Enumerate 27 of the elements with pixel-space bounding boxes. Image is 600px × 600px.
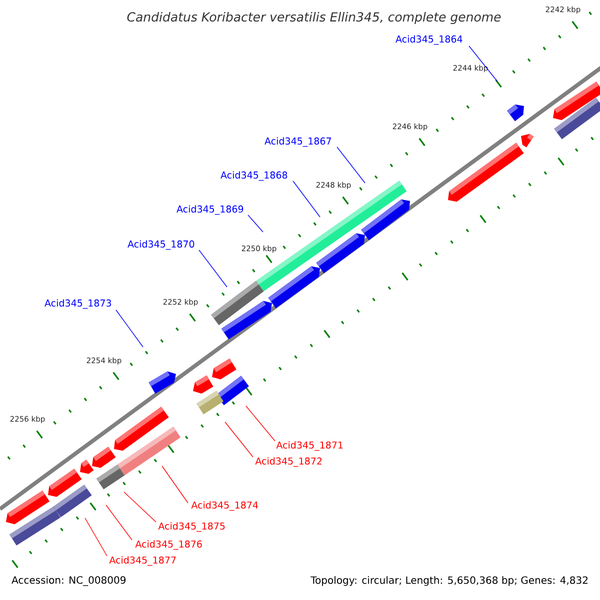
gene-label: Acid345_1874 (191, 501, 258, 511)
gene-label: Acid345_1873 (44, 299, 112, 309)
gene-label: Acid345_1872 (255, 457, 322, 467)
gene-label: Acid345_1867 (264, 137, 331, 147)
leader-line (292, 180, 320, 218)
gene-label: Acid345_1875 (158, 522, 225, 532)
title: Candidatus Koribacter versatilis Ellin345, complete genome (127, 12, 501, 24)
leader-line (246, 406, 276, 442)
leader-line (248, 214, 264, 232)
leader-line (224, 422, 254, 458)
genome-info-label: Topology: circular; Length: 5,650,368 bp; Genes: 4,832 (310, 576, 588, 586)
leader-line (162, 466, 188, 504)
gene-label: Acid345_1869 (176, 205, 244, 215)
gene-label: Acid345_1876 (135, 540, 202, 550)
gene-label: Acid345_1877 (109, 556, 176, 566)
leader-line (84, 518, 108, 556)
leader-line (106, 504, 132, 540)
leader-line (124, 492, 156, 522)
leader-line (468, 46, 498, 82)
gene-label: Acid345_1870 (128, 240, 194, 250)
gene-label: Acid345_1868 (220, 171, 288, 181)
leader-line (336, 146, 366, 184)
accession-label: Accession: NC_008009 (12, 576, 126, 586)
leader-line (116, 310, 144, 348)
leader-line (198, 250, 228, 288)
gene-label: Acid345_1871 (276, 441, 343, 451)
gene-label: Acid345_1864 (396, 35, 462, 45)
